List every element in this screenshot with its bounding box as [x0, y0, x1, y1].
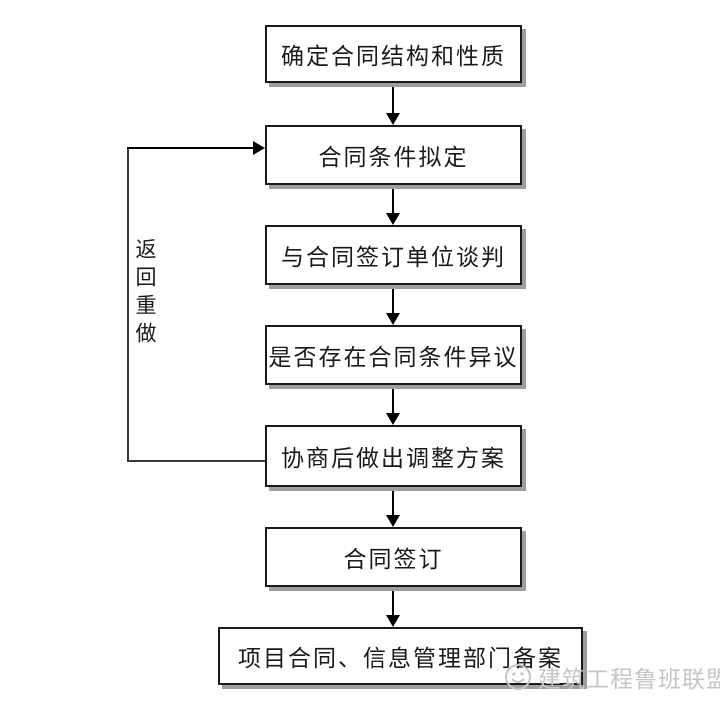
arrow-right-icon	[253, 141, 265, 155]
feedback-label: 返回重做	[130, 238, 160, 350]
flow-node-label: 与合同签订单位谈判	[281, 245, 506, 271]
flow-node-label: 合同条件拟定	[318, 145, 469, 171]
connector-line-1	[392, 83, 394, 115]
arrow-down-icon	[386, 313, 400, 325]
arrow-down-icon	[386, 413, 400, 425]
arrow-down-icon	[386, 615, 400, 627]
flow-node-label: 是否存在合同条件异议	[268, 345, 519, 371]
arrow-down-icon	[386, 213, 400, 225]
arrow-down-icon	[386, 113, 400, 125]
connector-line-5	[392, 487, 394, 517]
feedback-line-top	[127, 147, 254, 149]
arrow-down-icon	[386, 515, 400, 527]
feedback-line-bottom	[127, 460, 265, 462]
flow-node-sign-contract: 合同签订	[265, 527, 522, 587]
watermark: 建筑工程鲁班联盟	[504, 660, 720, 694]
flow-node-label: 合同签订	[343, 547, 444, 573]
flow-node-adjustment-plan: 协商后做出调整方案	[265, 425, 522, 487]
watermark-text: 建筑工程鲁班联盟	[538, 667, 720, 693]
connector-line-4	[392, 385, 394, 415]
flow-node-label: 确定合同结构和性质	[281, 44, 506, 70]
flow-node-negotiate-with-signer: 与合同签订单位谈判	[265, 225, 522, 285]
connector-line-3	[392, 285, 394, 315]
flow-node-filing: 项目合同、信息管理部门备案	[218, 627, 583, 685]
feedback-line-vertical	[127, 148, 129, 462]
smiley-logo-icon	[505, 664, 531, 690]
flow-node-draft-conditions: 合同条件拟定	[265, 125, 522, 185]
flow-node-determine-structure: 确定合同结构和性质	[265, 25, 522, 83]
connector-line-6	[392, 587, 394, 617]
flow-node-label: 协商后做出调整方案	[281, 446, 506, 472]
flow-node-label: 项目合同、信息管理部门备案	[238, 646, 563, 672]
connector-line-2	[392, 185, 394, 215]
flow-node-check-objections: 是否存在合同条件异议	[265, 325, 522, 385]
